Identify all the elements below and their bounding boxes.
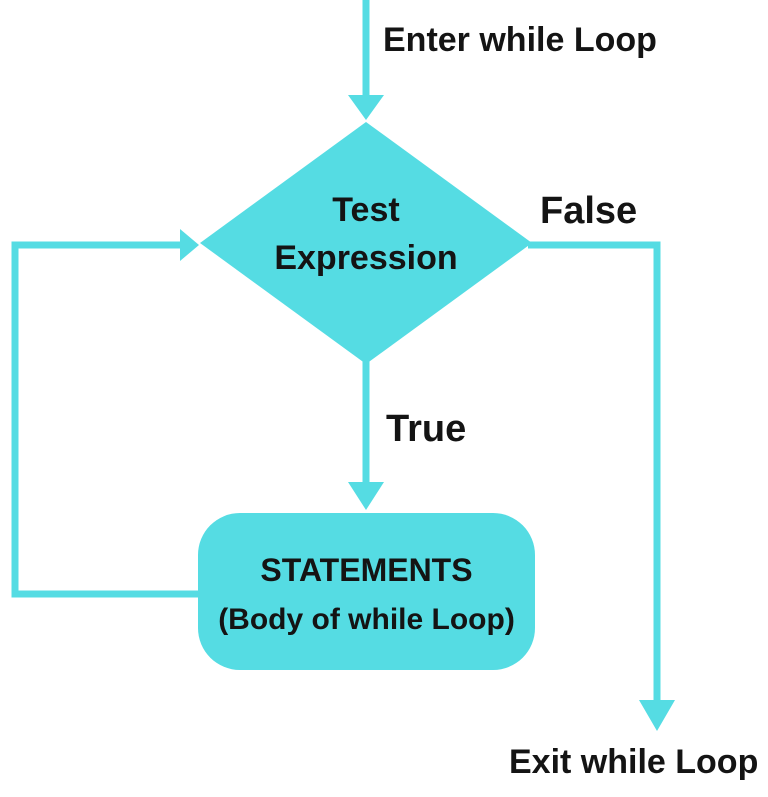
true-branch-label: True xyxy=(386,408,467,450)
statements-node-label: STATEMENTS (Body of while Loop) xyxy=(198,513,535,670)
statements-label-line2: (Body of while Loop) xyxy=(218,602,515,636)
statements-box xyxy=(198,513,535,670)
decision-node-label: Test Expression xyxy=(200,122,532,364)
loopback-edge-line xyxy=(11,241,198,598)
true-arrowhead-icon xyxy=(348,482,384,510)
exit-label: Exit while Loop xyxy=(509,743,759,781)
decision-label-line2: Expression xyxy=(274,239,458,277)
false-edge-line xyxy=(528,241,661,702)
decision-label-line1: Test xyxy=(332,191,400,229)
enter-label: Enter while Loop xyxy=(383,21,657,59)
entry-arrowhead-icon xyxy=(348,95,384,120)
exit-arrowhead-icon xyxy=(639,700,675,731)
statements-label-line1: STATEMENTS xyxy=(260,552,473,589)
loopback-arrowhead-icon xyxy=(180,229,199,261)
decision-diamond xyxy=(200,122,532,364)
false-branch-label: False xyxy=(540,190,638,232)
